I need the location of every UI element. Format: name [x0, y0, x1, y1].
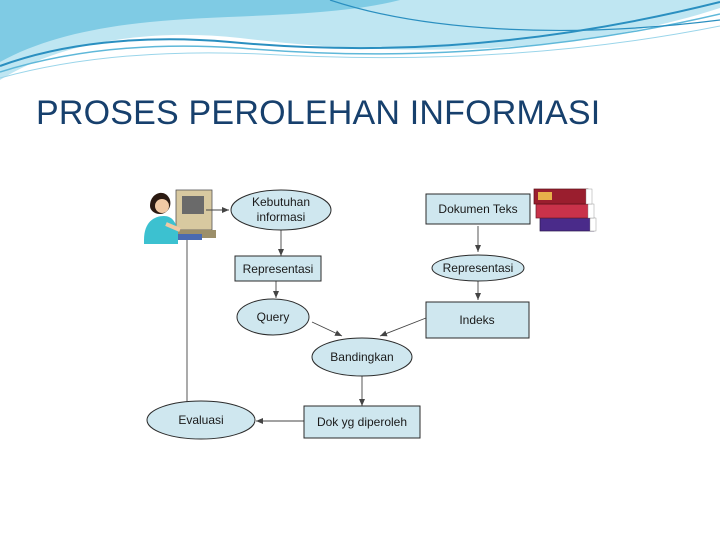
node-evaluasi-label: Evaluasi	[178, 413, 223, 427]
node-kebutuhan-line1: Kebutuhan	[252, 195, 310, 209]
node-query-label: Query	[257, 310, 290, 324]
person-at-computer-icon	[144, 189, 216, 244]
node-dok-yg-diperoleh: Dok yg diperoleh	[303, 405, 421, 439]
node-representasi-dokumen: Representasi	[431, 254, 525, 282]
node-dokumen-teks: Dokumen Teks	[425, 193, 531, 225]
slide-title: PROSES PEROLEHAN INFORMASI	[36, 94, 601, 132]
node-kebutuhan-line2: informasi	[257, 210, 306, 224]
node-dok-yg-diperoleh-label: Dok yg diperoleh	[317, 415, 407, 429]
node-query: Query	[236, 298, 310, 336]
node-representasi-right-label: Representasi	[443, 261, 514, 275]
flow-diagram: Kebutuhan informasi Representasi Query D…	[136, 178, 642, 454]
node-dokumen-teks-label: Dokumen Teks	[438, 202, 517, 216]
node-kebutuhan-informasi: Kebutuhan informasi	[230, 189, 332, 231]
node-representasi-left-label: Representasi	[243, 262, 314, 276]
node-bandingkan: Bandingkan	[311, 337, 413, 377]
node-indeks-label: Indeks	[459, 313, 494, 327]
header-wave-decoration	[0, 0, 720, 80]
node-representasi-query: Representasi	[234, 255, 322, 282]
node-bandingkan-label: Bandingkan	[330, 350, 393, 364]
stacked-books-icon	[533, 188, 597, 232]
node-indeks: Indeks	[425, 301, 530, 339]
diagram-edges	[186, 207, 481, 424]
node-evaluasi: Evaluasi	[146, 400, 256, 440]
